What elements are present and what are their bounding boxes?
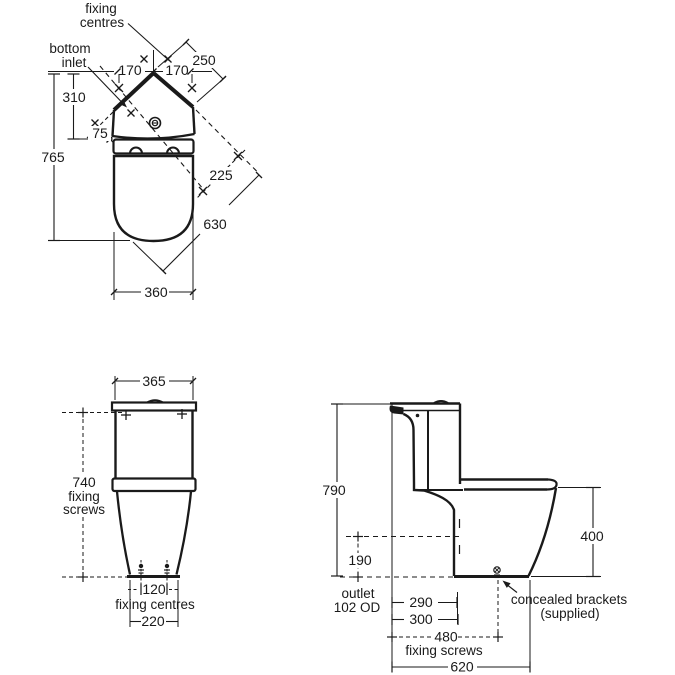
tick [111, 377, 119, 385]
label-backers [38, 52, 238, 232]
dim-765-text: 765 [41, 149, 65, 165]
front-fixing-centres-label: fixing centres [115, 597, 195, 612]
tick [150, 68, 157, 75]
tick [110, 288, 118, 296]
dim-740-label-3: screws [63, 502, 105, 517]
tick [159, 267, 167, 275]
concealed-bracket-screw-icon [493, 566, 501, 579]
pan-outline [112, 154, 195, 243]
plus-ticks-190 [353, 531, 363, 582]
dim-365-text: 365 [142, 373, 166, 389]
tick [189, 377, 197, 385]
hinge-hole-left [129, 146, 143, 154]
outlet-label-2: 102 OD [334, 600, 381, 615]
dim-480-text: 480 [434, 629, 458, 645]
fixing-centres-leader [127, 23, 170, 61]
dim-190-text: 190 [348, 552, 372, 568]
seat-tip [546, 478, 558, 491]
label-backer [577, 528, 608, 544]
brackets-label-1: concealed brackets [511, 592, 628, 607]
tick [189, 288, 197, 296]
bottom-inlet-label-2: inlet [62, 55, 87, 70]
bottom-inlet-label-1: bottom [49, 41, 90, 56]
fixing-cross-marks [91, 55, 243, 196]
dim-225-text: 225 [209, 167, 233, 183]
dim-250-text: 250 [192, 52, 216, 68]
plus-ticks-740 [78, 407, 88, 582]
dim-310-text: 310 [62, 89, 86, 105]
pedestal-left [115, 491, 132, 575]
cistern-wall-edge-right [152, 71, 195, 109]
seat-hinge-band [112, 138, 195, 155]
pedestal-front-profile [412, 484, 456, 576]
outlet-label-1: outlet [341, 586, 374, 601]
cistern-dot-detail [415, 413, 420, 418]
dim-630-text: 630 [203, 216, 227, 232]
dim-630-line-a [228, 174, 260, 206]
pan-band [111, 477, 197, 493]
cistern-wall-edge-left [112, 71, 155, 112]
cistern-front-edge [112, 132, 195, 140]
label-backer [64, 474, 104, 517]
brackets-arrowhead-icon [502, 580, 511, 588]
fixing-centres-label-2: centres [80, 15, 125, 30]
cistern-side-left [111, 109, 116, 137]
dim-790-text: 790 [322, 482, 346, 498]
dim-120-text: 120 [142, 581, 166, 597]
plan-view: fixing centres bottom inlet 250 170 170 … [38, 1, 263, 300]
bottom-inlet-leader [87, 66, 125, 105]
tick [182, 38, 190, 46]
tick [187, 68, 194, 75]
cistern-lid-front [110, 401, 198, 412]
fixing-centres-label-1: fixing [85, 1, 117, 16]
cistern-front-profile [403, 412, 416, 485]
dim-170-right-text: 170 [165, 62, 189, 78]
side-view: 790 190 outlet 102 OD 290 300 [319, 400, 628, 675]
dim-75-text: 75 [92, 125, 108, 141]
dim-290-text: 290 [409, 594, 433, 610]
ext-line-250-upper [157, 41, 188, 68]
dim-220-text: 220 [141, 613, 165, 629]
side-fixing-screws-label: fixing screws [405, 643, 483, 658]
label-backer [319, 482, 351, 498]
bottom-inlet-arrowhead-icon [118, 99, 127, 108]
dim-740-text: 740 [72, 474, 96, 490]
tick [114, 68, 121, 75]
brackets-label-2: (supplied) [540, 606, 599, 621]
wall-centreline-right [195, 109, 259, 173]
pedestal-right [175, 491, 193, 575]
dim-620-text: 620 [450, 659, 474, 675]
bowl-front-curve [527, 487, 558, 577]
lid-bump [433, 400, 449, 404]
dim-400-text: 400 [580, 528, 604, 544]
plus-ticks-480 [387, 632, 503, 642]
dim-225-line [195, 149, 246, 200]
flush-lever-detail [389, 405, 404, 415]
dim-170-left-text: 170 [118, 62, 142, 78]
tick [255, 171, 263, 179]
tick [219, 75, 227, 83]
dim-300-text: 300 [409, 611, 433, 627]
base-screw-icons [138, 560, 170, 584]
dim-630-line-b [162, 233, 201, 272]
dim-740-label-2: fixing [68, 489, 100, 504]
front-view: 365 [62, 373, 198, 629]
cistern-side-right [191, 106, 196, 135]
dim-360-text: 360 [144, 284, 168, 300]
cistern-fixing-crosses [121, 409, 187, 420]
label-backer [345, 553, 376, 568]
hinge-hole-right [166, 146, 180, 154]
flush-button-icon [148, 116, 162, 130]
